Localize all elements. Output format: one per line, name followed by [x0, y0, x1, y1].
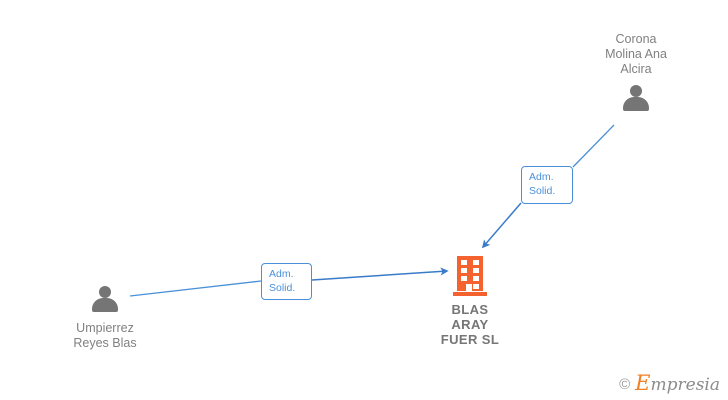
watermark: © Empresia: [619, 371, 721, 395]
building-window: [473, 276, 479, 281]
edge-label-corona[interactable]: Adm. Solid.: [521, 166, 573, 204]
edge-line-corona-upper: [572, 124, 615, 168]
label-line: ARAY: [451, 317, 489, 332]
person-icon: [90, 286, 120, 314]
building-window: [461, 268, 467, 273]
building-door: [466, 284, 472, 291]
building-window: [473, 260, 479, 265]
brand-rest: mpresia: [650, 375, 721, 395]
label-line: BLAS: [451, 302, 489, 317]
building-icon: [453, 256, 487, 296]
label-line: FUER SL: [440, 332, 500, 347]
edge-label-line: Adm.: [269, 268, 294, 280]
building-window: [473, 284, 479, 289]
label-line: Molina Ana: [605, 47, 667, 61]
person-body: [623, 97, 649, 111]
edge-line-umpierrez-left: [129, 280, 262, 297]
person-icon: [621, 85, 651, 113]
node-person-umpierrez[interactable]: Umpierrez Reyes Blas: [35, 286, 175, 351]
person-head: [99, 286, 111, 298]
edge-label-line: Solid.: [529, 185, 556, 197]
brand-initial: E: [635, 371, 651, 395]
edge-line-corona-lower: [481, 202, 522, 249]
label-line: Corona: [615, 32, 657, 46]
building-base: [453, 292, 487, 296]
label-line: Reyes Blas: [73, 336, 137, 350]
label-line: Alcira: [620, 62, 652, 76]
node-label-umpierrez: Umpierrez Reyes Blas: [35, 321, 175, 351]
copyright-icon: ©: [619, 375, 631, 393]
edge-label-umpierrez[interactable]: Adm. Solid.: [261, 263, 312, 300]
node-company-blas-aray-fuer[interactable]: BLAS ARAY FUER SL: [410, 256, 530, 347]
building-body: [457, 256, 483, 291]
node-label-corona: Corona Molina Ana Alcira: [566, 32, 706, 77]
brand-wordmark: Empresia: [635, 371, 721, 395]
person-head: [630, 85, 642, 97]
label-line: Umpierrez: [76, 321, 134, 335]
node-label-company: BLAS ARAY FUER SL: [410, 302, 530, 347]
building-window: [461, 260, 467, 265]
edge-line-umpierrez-right: [311, 267, 449, 281]
node-person-corona[interactable]: Corona Molina Ana Alcira: [566, 32, 706, 113]
building-window: [461, 276, 467, 281]
edge-label-line: Adm.: [529, 171, 554, 183]
person-body: [92, 298, 118, 312]
edge-label-line: Solid.: [269, 282, 296, 294]
building-window: [473, 268, 479, 273]
